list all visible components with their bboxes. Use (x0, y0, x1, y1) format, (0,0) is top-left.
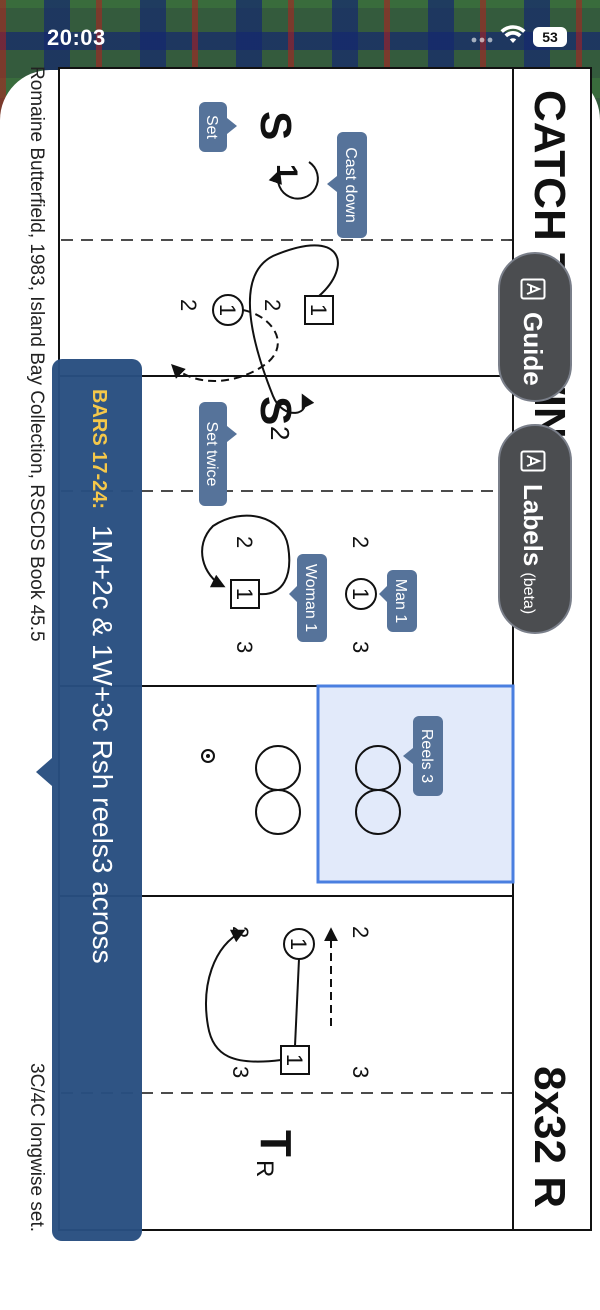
tag-woman-1-label: Woman 1 (302, 564, 319, 632)
tag-pointer (379, 586, 387, 602)
status-bar: 20:03 53 (0, 0, 600, 70)
tag-pointer (327, 176, 337, 192)
bars-tooltip[interactable]: BARS 17-24: 1M+2c & 1W+3c Rsh reels3 acr… (36, 359, 142, 1241)
tag-pointer (227, 118, 237, 134)
dance-credit: Romaine Butterfield, 1983, Island Bay Co… (26, 66, 47, 642)
battery-indicator: 53 (533, 27, 567, 47)
cast-arrow (268, 161, 319, 200)
dance-formation: 8x32 R (525, 1066, 574, 1208)
pos-2-top-b: 2 (348, 926, 373, 938)
reel-loop (355, 745, 401, 836)
couple-2-woman: 2 (176, 299, 201, 311)
couple-2-man: 2 (260, 299, 285, 311)
cast-path-man (248, 244, 339, 414)
dance-diagram: CATCH THE WIND 8x32 R S 1 Set Cast down … (58, 67, 592, 1231)
labels-button-label: Labels (beta) (517, 484, 548, 614)
reel-loop (255, 745, 301, 836)
cast-path-woman (171, 309, 279, 382)
centre-marker-dot (206, 754, 210, 758)
tag-reels-3 (413, 716, 443, 796)
man-1-circle-number: 1 (348, 588, 373, 600)
pos-3-bottom-b: 3 (228, 1066, 253, 1078)
guide-button[interactable]: Guide (498, 252, 572, 402)
turn-symbol: T (251, 1130, 300, 1157)
labels-button[interactable]: Labels (beta) (498, 424, 572, 634)
tag-set-twice (199, 402, 227, 506)
tooltip-description: 1M+2c & 1W+3c Rsh reels3 across (87, 524, 118, 964)
guide-icon (520, 278, 546, 300)
woman-1-circle-b-number: 1 (286, 938, 311, 950)
woman-1-number: 1 (215, 304, 240, 316)
tag-pointer (289, 586, 297, 602)
return-arrow (205, 929, 282, 1063)
set-twice-symbol: S (251, 396, 300, 425)
tooltip-arrow (36, 758, 52, 786)
set-symbol: S (251, 111, 300, 140)
tag-pointer (227, 426, 237, 442)
more-dots-icon (471, 37, 493, 43)
status-time: 20:03 (47, 25, 106, 50)
tooltip-bars-label: BARS 17-24: (88, 389, 110, 510)
tag-pointer (403, 748, 413, 764)
woman-1-square-number: 1 (232, 588, 257, 600)
dance-card[interactable]: CATCH THE WIND 8x32 R S 1 Set Cast down … (13, 66, 593, 1232)
pos-2-bottom: 2 (232, 536, 257, 548)
labels-beta: (beta) (520, 572, 537, 615)
tag-set-twice-label: Set twice (203, 422, 220, 487)
man-1-circle (345, 578, 377, 610)
tooltip-text: BARS 17-24: 1M+2c & 1W+3c Rsh reels3 acr… (86, 389, 118, 964)
tag-cast-down-label: Cast down (342, 147, 359, 223)
woman-path (201, 514, 291, 596)
tag-cast-down (337, 132, 367, 238)
pos-2-top: 2 (348, 536, 373, 548)
pos-3-top-b: 3 (348, 1066, 373, 1078)
turn-symbol-sub: R (251, 1160, 278, 1177)
set-symbol-sub: 1 (270, 164, 303, 181)
tag-reels-3-label: Reels 3 (418, 729, 435, 783)
guide-button-label: Guide (518, 312, 548, 386)
man-1-square-b-number: 1 (282, 1054, 307, 1066)
pos-3-top: 3 (348, 641, 373, 653)
tag-set (199, 102, 227, 152)
cross-line (294, 958, 300, 1047)
man-1-number: 1 (306, 304, 331, 316)
tag-set-label: Set (203, 115, 220, 140)
centre-marker-icon (201, 749, 215, 763)
labels-icon (520, 450, 546, 472)
wifi-icon (500, 25, 526, 43)
tag-man-1 (387, 570, 417, 632)
pos-3-bottom: 3 (232, 641, 257, 653)
set-twice-symbol-sub: 2 (265, 426, 295, 440)
credits-line: Romaine Butterfield, 1983, Island Bay Co… (17, 66, 53, 1232)
labels-text: Labels (518, 484, 548, 567)
dance-set-type: 3C/4C longwise set. (26, 1063, 47, 1232)
tag-man-1-label: Man 1 (392, 579, 409, 624)
tag-woman-1 (297, 554, 327, 642)
